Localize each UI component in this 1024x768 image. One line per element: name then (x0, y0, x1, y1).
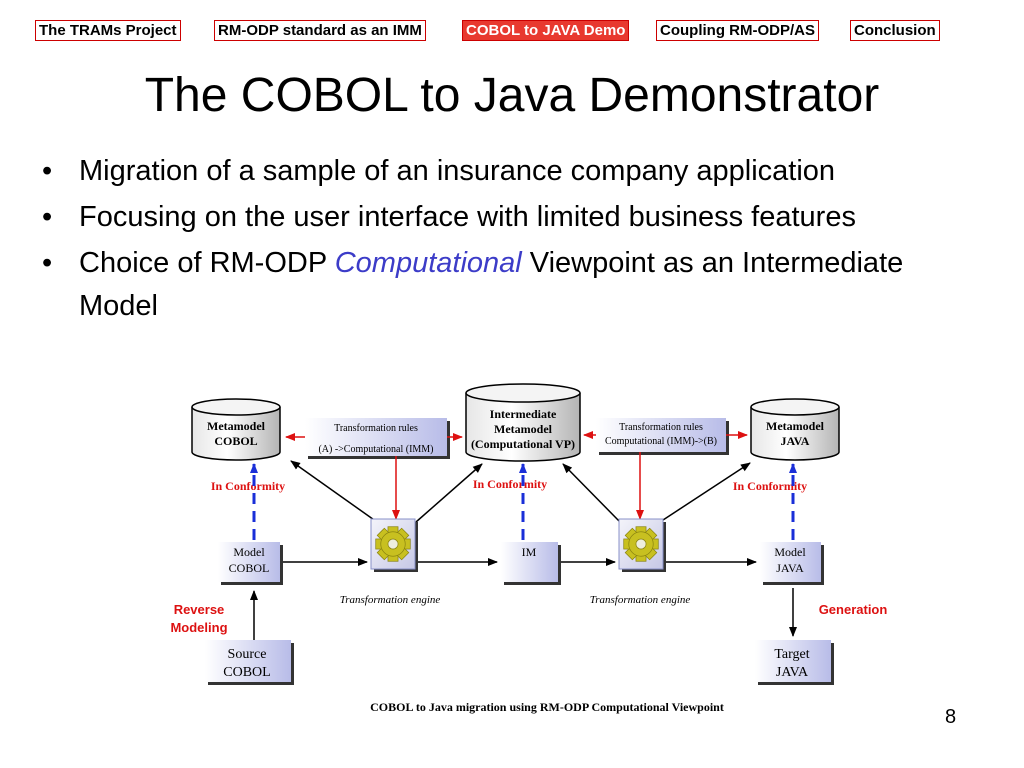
bullet-item: •Focusing on the user interface with lim… (42, 201, 856, 233)
model-cobol-label: Model (233, 545, 265, 559)
metamodel-cobol-cylinder: Metamodel COBOL (191, 398, 281, 461)
engine-label-left: Transformation engine (340, 594, 441, 606)
bullet-list: •Migration of a sample of an insurance c… (42, 150, 1002, 331)
bullet-text: Focusing on the user interface with limi… (79, 201, 856, 233)
bullet-text: Viewpoint as an Intermediate Model (79, 247, 904, 322)
intermediate-metamodel-cylinder: Intermediate Metamodel (Computational VP… (465, 383, 581, 462)
engine-right-to-intermediate-arrow (562, 463, 621, 523)
nav-tab-coupling[interactable]: Coupling RM-ODP/AS (656, 20, 819, 41)
source-cobol-box: Source COBOL (205, 640, 294, 685)
im-label: IM (522, 545, 537, 559)
intermediate-metamodel-label: (Computational VP) (471, 437, 575, 451)
source-cobol-label: COBOL (223, 665, 270, 680)
bullet-text: Migration of a sample of an insurance co… (79, 155, 836, 187)
model-cobol-box: Model COBOL (218, 542, 283, 585)
nav-tab-conclusion[interactable]: Conclusion (850, 20, 940, 41)
conformity-label-im: In Conformity (473, 477, 547, 491)
rules-right-label: Computational (IMM)->(B) (605, 436, 717, 447)
bullet-text: Choice of RM-ODP (79, 247, 335, 279)
conformity-label-cobol: In Conformity (211, 479, 285, 493)
transformation-engine-left (370, 518, 418, 572)
engine-to-intermediate-arrow (415, 463, 483, 523)
nav-tab-rm-odp-imm[interactable]: RM-ODP standard as an IMM (214, 20, 426, 41)
gear-icon (623, 526, 659, 562)
rules-left-box: Transformation rules (A) ->Computational… (305, 418, 450, 459)
model-java-label: Model (774, 545, 806, 559)
target-java-label: JAVA (776, 665, 809, 680)
metamodel-cobol-label: COBOL (214, 434, 257, 448)
gear-icon (375, 526, 411, 562)
engine-label-right: Transformation engine (590, 594, 691, 606)
reverse-modeling-label: Modeling (170, 620, 227, 635)
im-box: IM (501, 542, 561, 585)
bullet-emphasis: Computational (334, 247, 522, 279)
model-java-box: Model JAVA (760, 542, 824, 585)
rules-right-label: Transformation rules (619, 422, 703, 433)
nav-tab-trams-project[interactable]: The TRAMs Project (35, 20, 181, 41)
engine-to-metamodel-cobol-arrow (290, 460, 378, 523)
target-java-box: Target JAVA (755, 640, 834, 685)
intermediate-metamodel-label: Intermediate (490, 407, 557, 421)
bullet-item: •Choice of RM-ODP Computational Viewpoin… (42, 247, 904, 322)
metamodel-cobol-label: Metamodel (207, 419, 266, 433)
metamodel-java-label: Metamodel (766, 419, 825, 433)
metamodel-java-cylinder: Metamodel JAVA (750, 398, 840, 461)
engine-to-metamodel-java-arrow (659, 462, 751, 523)
nav-tab-cobol-java-demo[interactable]: COBOL to JAVA Demo (462, 20, 630, 41)
generation-label: Generation (819, 602, 888, 617)
target-java-label: Target (774, 647, 809, 662)
rules-left-label: (A) ->Computational (IMM) (318, 444, 433, 455)
model-cobol-label: COBOL (229, 561, 270, 575)
rules-left-label: Transformation rules (334, 423, 418, 434)
diagram-caption: COBOL to Java migration using RM-ODP Com… (370, 700, 724, 714)
bullet-item: •Migration of a sample of an insurance c… (42, 155, 836, 187)
reverse-modeling-label: Reverse (174, 602, 225, 617)
source-cobol-label: Source (228, 647, 267, 662)
intermediate-metamodel-label: Metamodel (494, 422, 553, 436)
page-number: 8 (945, 706, 957, 728)
slide-title: The COBOL to Java Demonstrator (144, 69, 880, 122)
conformity-label-java: In Conformity (733, 479, 807, 493)
rules-right-box: Transformation rules Computational (IMM)… (596, 418, 729, 455)
model-java-label: JAVA (776, 561, 804, 575)
transformation-engine-right (618, 518, 666, 572)
metamodel-java-label: JAVA (781, 434, 810, 448)
